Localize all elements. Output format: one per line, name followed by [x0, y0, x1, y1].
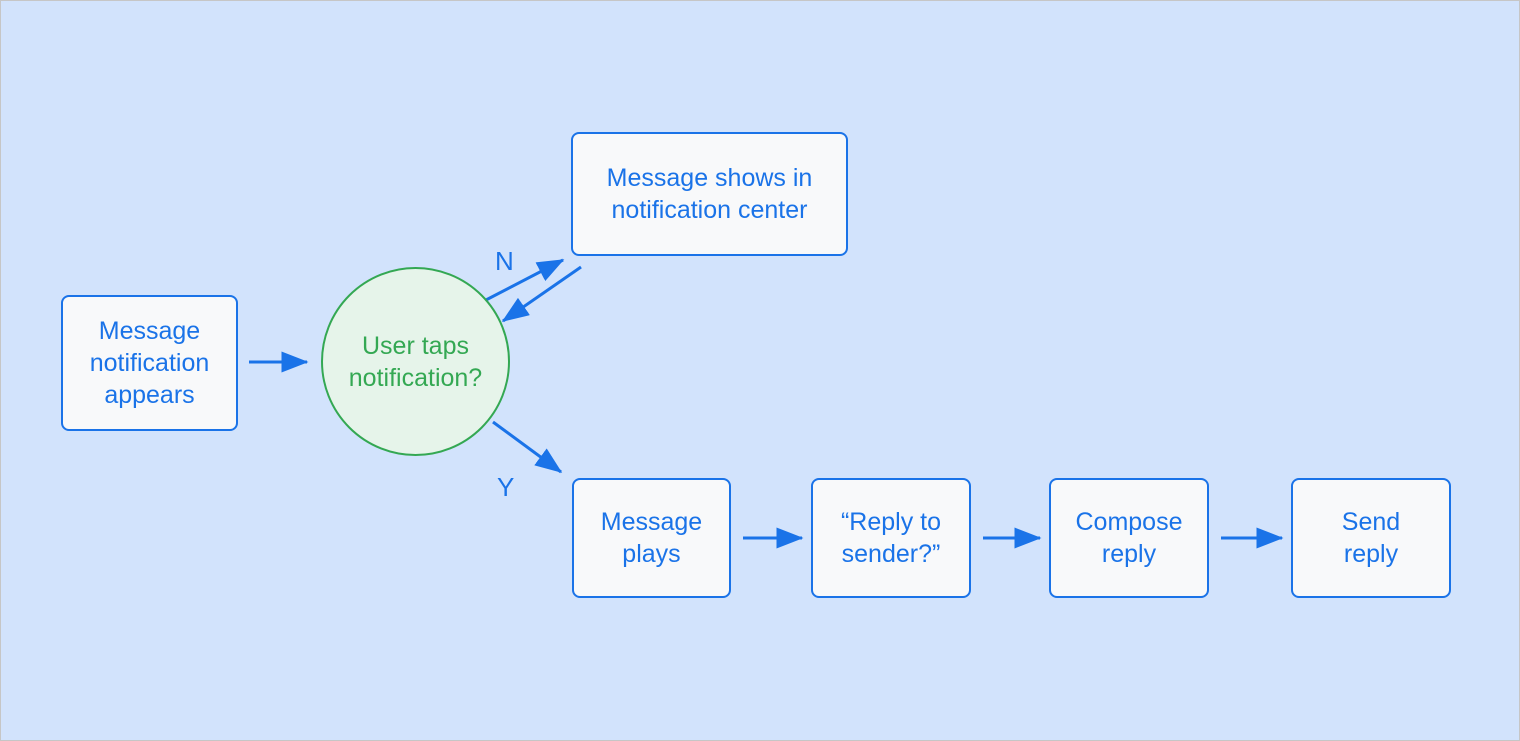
node-label: User taps notification? — [348, 331, 483, 392]
node-label: Message plays — [600, 508, 703, 568]
node-compose-reply[interactable]: Compose reply — [1049, 478, 1209, 598]
node-label: Message notification appears — [89, 317, 210, 409]
node-message-shows-in-notification-center[interactable]: Message shows in notification center — [571, 132, 848, 256]
edge-notification-center-to-decision — [501, 265, 582, 323]
edge-label-yes: Y — [497, 472, 515, 502]
node-user-taps-notification[interactable]: User taps notification? — [321, 267, 510, 456]
node-send-reply[interactable]: Send reply — [1291, 478, 1451, 598]
node-reply-to-sender[interactable]: “Reply to sender?” — [811, 478, 971, 598]
node-label: “Reply to sender?” — [840, 508, 942, 568]
node-message-plays[interactable]: Message plays — [572, 478, 731, 598]
node-label: Compose reply — [1075, 508, 1183, 568]
edge-label-no: N — [495, 246, 514, 276]
node-label: Send reply — [1341, 508, 1401, 568]
edge-decision-to-message-plays — [492, 420, 563, 474]
node-label: Message shows in notification center — [606, 164, 813, 224]
node-message-notification-appears[interactable]: Message notification appears — [61, 295, 238, 431]
